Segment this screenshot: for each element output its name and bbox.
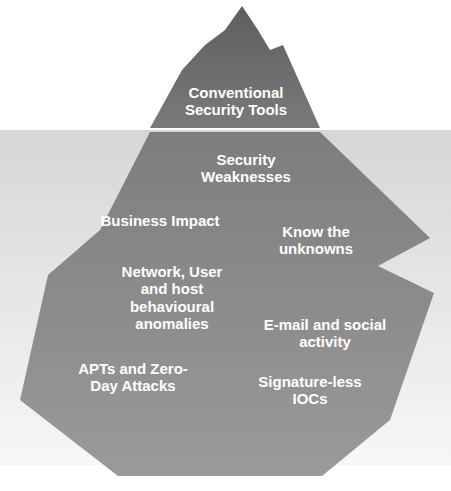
iceberg-label: Security Weaknesses xyxy=(186,151,306,186)
iceberg-label: Network, User and host behavioural anoma… xyxy=(110,263,235,332)
iceberg-tip: Conventional Security Tools xyxy=(140,0,330,130)
iceberg-label: Know the unknowns xyxy=(266,223,366,258)
iceberg-body-shape xyxy=(20,132,434,476)
iceberg-label: Business Impact xyxy=(85,212,235,229)
iceberg-label: Signature-less IOCs xyxy=(251,373,369,408)
iceberg-label: Conventional Security Tools xyxy=(169,84,304,119)
iceberg-body: Security WeaknessesBusiness ImpactKnow t… xyxy=(0,130,451,482)
iceberg-tip-shape xyxy=(150,6,320,128)
iceberg-label: E-mail and social activity xyxy=(260,316,390,351)
iceberg-label: APTs and Zero-Day Attacks xyxy=(71,360,196,395)
